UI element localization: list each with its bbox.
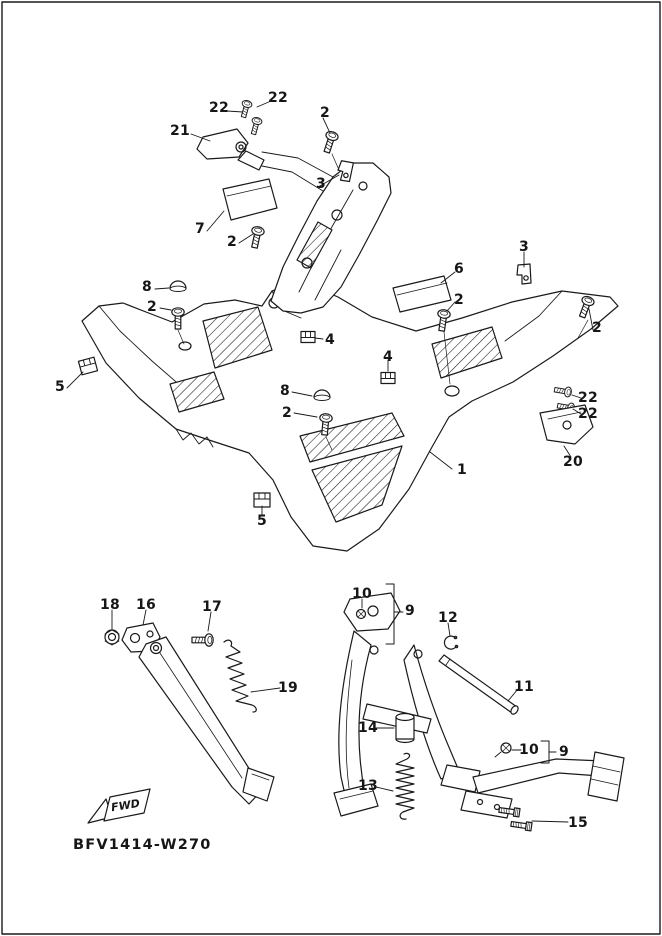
- stand-pedal-arm: [460, 751, 625, 819]
- callout-8-7: 8: [141, 279, 153, 295]
- clamp-icon: [380, 371, 396, 385]
- callout-13-34: 13: [357, 778, 379, 794]
- callout-3-4: 3: [315, 176, 327, 192]
- bolt-icon: [494, 742, 512, 758]
- fwd-arrow: FWD: [87, 788, 151, 824]
- clip-icon: [77, 356, 99, 376]
- callout-21-3: 21: [169, 123, 191, 139]
- clip-icon: [253, 492, 271, 508]
- screw-icon: [553, 384, 573, 398]
- mat-piece-6: [392, 275, 452, 313]
- spring-icon: [223, 639, 257, 713]
- callout-2-6: 2: [226, 234, 238, 250]
- callout-4-15: 4: [382, 349, 394, 365]
- callout-9-27: 9: [404, 603, 416, 619]
- bolt-icon: [191, 633, 214, 647]
- callout-6-10: 6: [453, 261, 465, 277]
- fwd-arrow-label: FWD: [110, 797, 140, 814]
- callout-22-1: 22: [267, 90, 289, 106]
- callout-11-30: 11: [513, 679, 535, 695]
- callout-16-24: 16: [135, 597, 157, 613]
- part-code: BFV1414-W270: [73, 837, 212, 853]
- callout-10-26: 10: [351, 586, 373, 602]
- cap-icon: [313, 389, 331, 402]
- callout-20-20: 20: [562, 454, 584, 470]
- frame-stay-bracket: [261, 151, 392, 314]
- screw-icon: [238, 98, 254, 119]
- screw-icon: [434, 308, 452, 333]
- callout-17-25: 17: [201, 599, 223, 615]
- callout-2-8: 2: [146, 299, 158, 315]
- callout-5-22: 5: [256, 513, 268, 529]
- callout-22-19: 22: [577, 406, 599, 422]
- screw-icon: [320, 129, 340, 155]
- callout-2-12: 2: [591, 320, 603, 336]
- tread-hatch-left: [202, 306, 273, 369]
- tread-hatch-center-upper: [299, 412, 405, 463]
- side-bracket-20: [539, 404, 594, 445]
- screw-icon: [247, 225, 266, 250]
- callout-8-16: 8: [279, 383, 291, 399]
- group-bracket-9-right: [540, 740, 557, 764]
- screw-icon: [248, 115, 264, 136]
- circlip-icon: [443, 635, 459, 650]
- floor-panel: [81, 280, 619, 552]
- spring-icon: [395, 752, 415, 820]
- group-bracket-9-top: [385, 583, 404, 645]
- side-stand: [104, 622, 275, 805]
- callout-14-31: 14: [357, 720, 379, 736]
- clamp-icon: [300, 330, 316, 344]
- tread-hatch-right: [431, 326, 503, 379]
- callout-7-5: 7: [194, 221, 206, 237]
- callout-2-11: 2: [453, 292, 465, 308]
- leader-lines: [66, 100, 594, 823]
- screw-icon: [171, 307, 185, 330]
- callout-2-17: 2: [281, 405, 293, 421]
- bolt-icon: [509, 819, 533, 832]
- callout-9-33: 9: [558, 744, 570, 760]
- collar-icon: [395, 712, 415, 744]
- callout-10-32: 10: [518, 742, 540, 758]
- callout-18-23: 18: [99, 597, 121, 613]
- footrest-bracket: [196, 128, 265, 171]
- callout-5-14: 5: [54, 379, 66, 395]
- callout-4-13: 4: [324, 332, 336, 348]
- screw-icon: [575, 294, 596, 320]
- callout-22-0: 22: [208, 100, 230, 116]
- callout-15-35: 15: [567, 815, 589, 831]
- mat-piece-7: [222, 178, 278, 221]
- callout-3-9: 3: [518, 239, 530, 255]
- cap-icon: [169, 280, 187, 293]
- callout-2-2: 2: [319, 105, 331, 121]
- tread-hatch-center-lower: [311, 445, 403, 523]
- callout-22-18: 22: [577, 390, 599, 406]
- callout-12-28: 12: [437, 610, 459, 626]
- pivot-shaft: [438, 654, 519, 715]
- callout-1-21: 1: [456, 462, 468, 478]
- tread-hatch-left-lower: [169, 371, 225, 413]
- callout-19-29: 19: [277, 680, 299, 696]
- assembly-guide-lines: [177, 153, 589, 451]
